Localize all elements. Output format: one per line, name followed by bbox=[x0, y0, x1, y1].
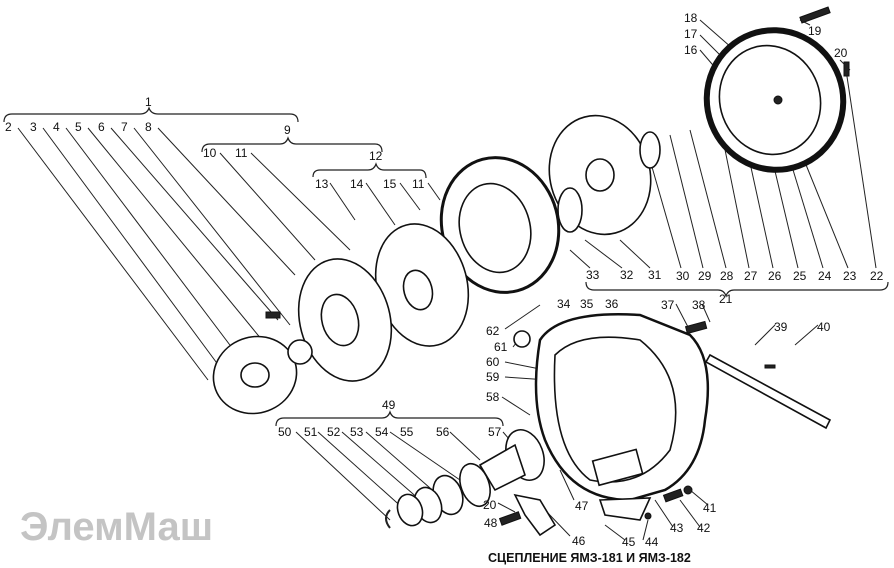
label-12: 12 bbox=[369, 149, 383, 163]
label-16: 16 bbox=[684, 43, 698, 57]
part-61 bbox=[513, 330, 531, 348]
pressure-plate bbox=[439, 156, 561, 294]
label-35: 35 bbox=[580, 297, 594, 311]
label-17: 17 bbox=[684, 27, 698, 41]
ring-32 bbox=[557, 187, 583, 233]
label-41: 41 bbox=[703, 501, 717, 515]
label-52: 52 bbox=[327, 425, 341, 439]
group-brackets bbox=[3, 106, 889, 427]
label-10: 10 bbox=[203, 146, 217, 160]
ring-30 bbox=[639, 131, 661, 169]
label-61: 61 bbox=[494, 340, 508, 354]
label-46: 46 bbox=[572, 534, 586, 548]
key-40 bbox=[764, 364, 776, 369]
label-20: 20 bbox=[834, 46, 848, 60]
label-8: 8 bbox=[145, 120, 152, 134]
label-25: 25 bbox=[793, 269, 807, 283]
label-47: 47 bbox=[575, 499, 589, 513]
label-50: 50 bbox=[278, 425, 292, 439]
label-62: 62 bbox=[486, 324, 500, 338]
label-11: 11 bbox=[412, 177, 425, 191]
label-31: 31 bbox=[648, 268, 662, 282]
parts bbox=[212, 6, 850, 537]
label-30: 30 bbox=[676, 269, 690, 283]
watermark: ЭлемМаш bbox=[20, 505, 213, 549]
driven-disc-front bbox=[374, 223, 470, 347]
diagram-title: СЦЕПЛЕНИЕ ЯМЗ-181 И ЯМЗ-182 bbox=[488, 551, 691, 565]
shaft bbox=[704, 353, 832, 430]
label-32: 32 bbox=[620, 268, 634, 282]
clutch-housing bbox=[534, 313, 710, 521]
label-14: 14 bbox=[350, 177, 364, 191]
label-37: 37 bbox=[661, 298, 675, 312]
label-48: 48 bbox=[484, 516, 498, 530]
label-36: 36 bbox=[605, 297, 619, 311]
label-21: 21 bbox=[719, 292, 733, 306]
label-29: 29 bbox=[698, 269, 712, 283]
label-2: 2 bbox=[5, 120, 12, 134]
label-20b: 20 bbox=[483, 498, 497, 512]
label-60: 60 bbox=[486, 355, 500, 369]
label-59: 59 bbox=[486, 370, 500, 384]
label-13: 13 bbox=[315, 177, 329, 191]
bolts bbox=[265, 311, 708, 526]
clutch-cover bbox=[703, 6, 850, 173]
label-6: 6 bbox=[98, 120, 105, 134]
label-5: 5 bbox=[75, 120, 82, 134]
label-7: 7 bbox=[121, 120, 128, 134]
label-56: 56 bbox=[436, 425, 450, 439]
release-bearing-group bbox=[385, 429, 557, 537]
label-3: 3 bbox=[30, 120, 37, 134]
damper-plate bbox=[212, 335, 313, 415]
label-34: 34 bbox=[557, 297, 571, 311]
label-23: 23 bbox=[843, 269, 857, 283]
label-18: 18 bbox=[684, 11, 698, 25]
label-19: 19 bbox=[808, 24, 822, 38]
label-43: 43 bbox=[670, 521, 684, 535]
label-39: 39 bbox=[774, 320, 788, 334]
label-51: 51 bbox=[304, 425, 318, 439]
label-54: 54 bbox=[375, 425, 389, 439]
label-27: 27 bbox=[744, 269, 758, 283]
label-53: 53 bbox=[350, 425, 364, 439]
part-labels: 1 2 3 4 5 6 7 8 9 10 11 12 13 14 15 11 1… bbox=[5, 11, 884, 549]
label-45: 45 bbox=[622, 535, 636, 549]
label-1: 1 bbox=[145, 95, 152, 109]
label-4: 4 bbox=[53, 120, 60, 134]
label-9: 9 bbox=[284, 123, 291, 137]
label-24: 24 bbox=[818, 269, 832, 283]
label-42: 42 bbox=[697, 521, 711, 535]
label-28: 28 bbox=[720, 269, 734, 283]
label-11: 11 bbox=[235, 146, 248, 160]
label-44: 44 bbox=[645, 535, 659, 549]
label-22: 22 bbox=[870, 269, 884, 283]
label-26: 26 bbox=[768, 269, 782, 283]
driven-disc-rear bbox=[297, 258, 393, 382]
label-15: 15 bbox=[383, 177, 397, 191]
label-40: 40 bbox=[817, 320, 831, 334]
label-38: 38 bbox=[692, 298, 706, 312]
label-33: 33 bbox=[586, 268, 600, 282]
label-55: 55 bbox=[400, 425, 414, 439]
label-58: 58 bbox=[486, 390, 500, 404]
label-57: 57 bbox=[488, 425, 502, 439]
label-49: 49 bbox=[382, 398, 396, 412]
